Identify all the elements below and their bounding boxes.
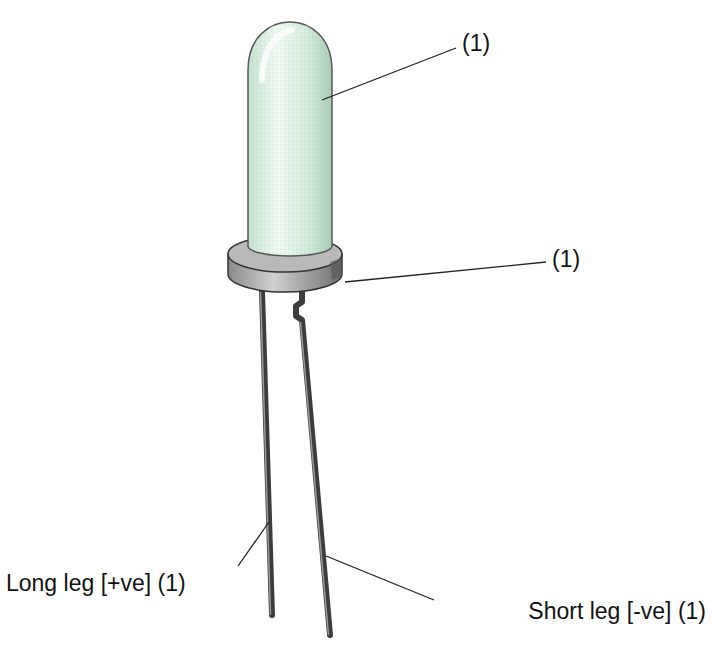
part-label: Short leg [-ve] (1)	[528, 598, 706, 626]
led-dome	[248, 22, 332, 256]
led-legs	[261, 292, 331, 635]
leader-lines	[238, 48, 546, 600]
callout-number: (1)	[462, 30, 490, 58]
part-label: Long leg [+ve] (1)	[6, 570, 186, 598]
callout-number: (1)	[552, 246, 580, 274]
